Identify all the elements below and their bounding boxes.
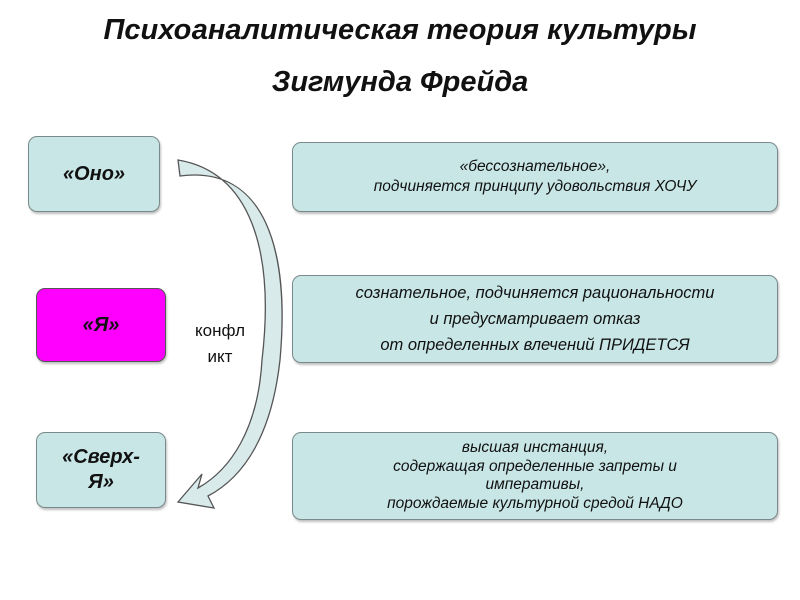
id-description-box: «бессознательное», подчиняется принципу … [292,142,778,212]
page-subtitle: Зигмунда Фрейда [271,66,529,98]
superego-box: «Сверх- Я» [36,432,166,508]
id-description-line: «бессознательное», [459,158,611,175]
superego-description-line: содержащая определенные запреты и [393,457,677,475]
id-description-line: подчиняется принципу удовольствия ХОЧУ [373,178,697,195]
id-box: «Оно» [28,136,160,212]
conflict-label: конфл икт [190,318,250,370]
superego-description-line: порождаемые культурной средой НАДО [387,494,683,512]
id-label: «Оно» [62,162,126,185]
ego-description-line: сознательное, подчиняется рациональности [355,284,715,302]
conflict-label-line1: конфл [194,321,245,340]
superego-description-line: высшая инстанция, [461,439,609,456]
page-title: Психоаналитическая теория культуры [103,14,697,46]
ego-label: «Я» [82,313,120,336]
ego-description-line: от определенных влечений ПРИДЕТСЯ [380,336,690,354]
conflict-label-line2: икт [207,347,233,366]
ego-description-line: и предусматривает отказ [429,310,641,328]
superego-label-line2: Я» [88,471,114,493]
superego-description-box: высшая инстанция, содержащая определенны… [292,432,778,520]
superego-description-line: императивы, [485,476,585,493]
superego-label-line1: «Сверх- [62,446,140,468]
ego-box: «Я» [36,288,166,362]
curved-arrow-shape [176,159,283,509]
ego-description-box: сознательное, подчиняется рациональности… [292,275,778,363]
